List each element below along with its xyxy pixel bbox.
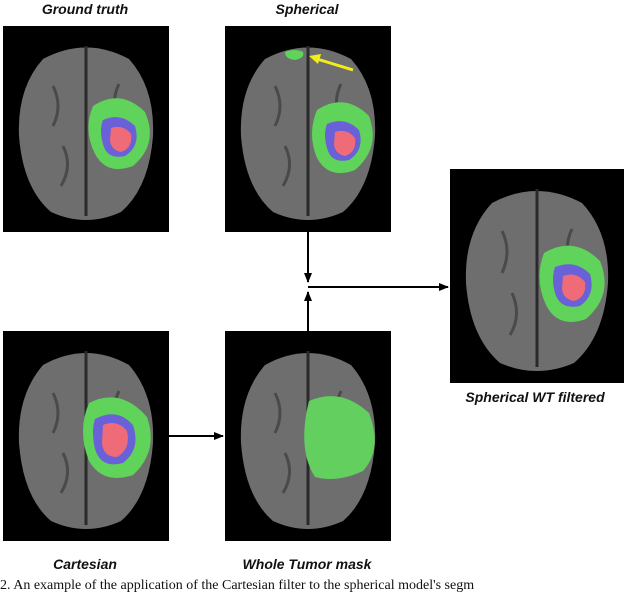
artifact-arrow-head <box>309 54 321 64</box>
panel-whole-tumor-mask <box>225 331 391 541</box>
label-spherical-wt-filtered: Spherical WT filtered <box>465 389 605 405</box>
artifact-arrow <box>316 57 354 72</box>
brain-scan-spherical <box>240 46 376 220</box>
brain-scan-spherical-filtered <box>465 189 609 371</box>
label-whole-tumor-mask: Whole Tumor mask <box>242 556 372 572</box>
panel-cartesian <box>3 331 169 541</box>
necrosis-region <box>102 423 128 457</box>
label-cartesian: Cartesian <box>53 556 117 572</box>
necrosis-region <box>334 130 356 156</box>
false-positive-blob <box>285 50 304 60</box>
label-spherical: Spherical <box>275 1 339 17</box>
necrosis-region <box>562 274 586 301</box>
necrosis-region <box>110 126 132 152</box>
panel-spherical <box>225 26 391 232</box>
label-ground-truth: Ground truth <box>41 1 129 17</box>
whole-tumor-mask-region <box>304 396 375 479</box>
brain-scan-cartesian <box>18 351 154 529</box>
brain-scan-whole-tumor-mask <box>240 351 376 529</box>
brain-scan-ground-truth <box>18 46 154 220</box>
figure-caption: 2. An example of the application of the … <box>0 578 475 593</box>
panel-spherical-wt-filtered <box>450 169 624 383</box>
panel-ground-truth <box>3 26 169 232</box>
